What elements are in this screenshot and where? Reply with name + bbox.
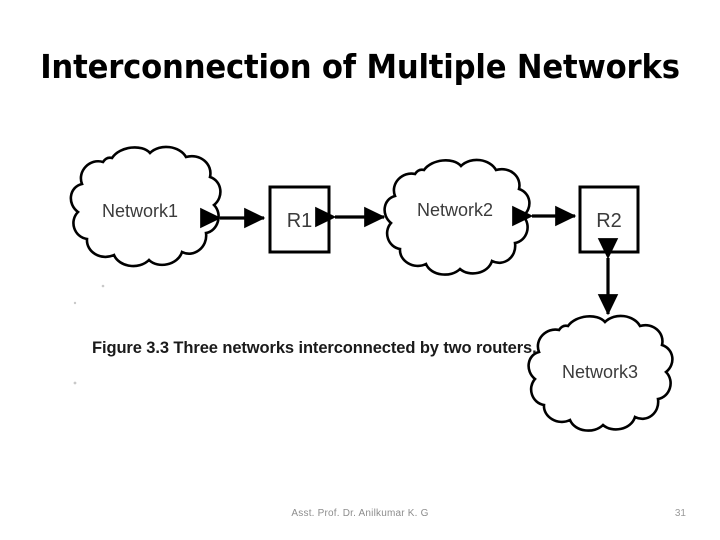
scan-speck: [73, 381, 77, 385]
router-r1[interactable]: R1: [268, 185, 331, 254]
page-title: Interconnection of Multiple Networks: [40, 47, 680, 86]
router-r2[interactable]: R2: [578, 185, 640, 254]
cloud-network2[interactable]: Network2: [383, 158, 531, 276]
cloud-network1[interactable]: Network1: [69, 145, 222, 268]
router-r1-label: R1: [287, 210, 313, 232]
router-r2-label: R2: [596, 210, 622, 232]
scan-speck: [101, 284, 105, 288]
scan-speck: [73, 301, 77, 305]
cloud-network2-label: Network2: [417, 200, 493, 220]
footer-author: Asst. Prof. Dr. Anilkumar K. G: [291, 508, 429, 519]
footer-page-number: 31: [674, 508, 686, 519]
network-diagram: Network1 R1 Network2: [69, 145, 674, 432]
cloud-network3-label: Network3: [562, 362, 638, 382]
cloud-network3[interactable]: Network3: [527, 314, 674, 432]
figure-caption: Figure 3.3 Three networks interconnected…: [92, 339, 537, 357]
cloud-network1-label: Network1: [102, 201, 178, 221]
